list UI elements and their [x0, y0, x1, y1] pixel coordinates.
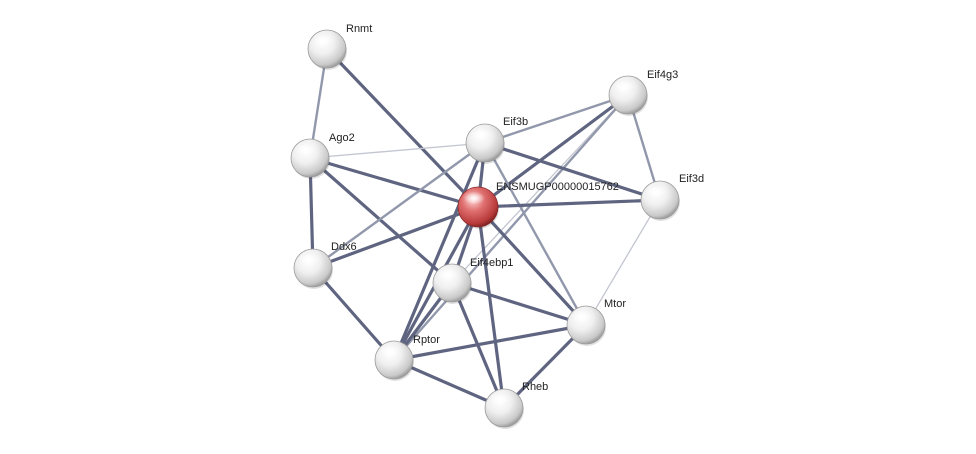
edge-mtor-rheb	[502, 323, 588, 410]
node-rnmt[interactable]: Rnmt	[307, 23, 372, 70]
edges-layer	[308, 47, 662, 410]
node-query[interactable]: ENSMUGP00000015762	[457, 181, 619, 229]
edge-eif4g3-eif3b	[483, 93, 630, 145]
edge-query-ddx6	[311, 205, 480, 270]
node-highlight	[489, 393, 511, 406]
node-eif4ebp1[interactable]: Eif4ebp1	[432, 257, 513, 304]
edge-eif4g3-query	[476, 93, 630, 209]
node-ddx6[interactable]: Ddx6	[293, 241, 357, 289]
node-rheb[interactable]: Rheb	[484, 381, 548, 429]
node-label-eif4g3: Eif4g3	[647, 69, 678, 81]
edge-ago2-eif3b	[309, 142, 486, 159]
edge-query-rheb	[476, 205, 506, 410]
node-eif4g3[interactable]: Eif4g3	[608, 69, 678, 116]
node-highlight	[298, 253, 320, 266]
node-highlight	[312, 34, 334, 47]
node-highlight	[463, 191, 485, 205]
node-label-query: ENSMUGP00000015762	[496, 181, 619, 193]
node-label-rheb: Rheb	[522, 381, 548, 393]
node-label-rptor: Rptor	[413, 334, 440, 346]
node-highlight	[645, 185, 667, 198]
node-label-eif3b: Eif3b	[503, 116, 528, 128]
edge-eif4g3-eif4ebp1	[451, 94, 629, 284]
edge-ddx6-rptor	[311, 266, 396, 362]
edge-eif3b-ddx6	[311, 141, 487, 270]
edge-eif4ebp1-mtor	[450, 281, 588, 327]
node-label-mtor: Mtor	[604, 298, 626, 310]
node-label-eif4ebp1: Eif4ebp1	[470, 257, 513, 269]
edge-query-eif3d	[476, 198, 662, 209]
edge-eif3d-mtor	[585, 199, 661, 326]
node-highlight	[437, 268, 459, 281]
edge-eif4g3-rptor	[392, 93, 630, 362]
edge-query-mtor	[476, 205, 588, 327]
node-eif3d[interactable]: Eif3d	[640, 173, 704, 221]
node-eif3b[interactable]: Eif3b	[465, 116, 528, 164]
edge-ago2-eif4ebp1	[308, 156, 454, 285]
node-highlight	[470, 128, 492, 141]
node-highlight	[571, 310, 593, 323]
edge-rptor-rheb	[392, 358, 506, 410]
node-label-ago2: Ago2	[329, 132, 355, 144]
edge-mtor-rptor	[392, 323, 588, 362]
node-mtor[interactable]: Mtor	[566, 298, 626, 346]
edge-eif3b-mtor	[483, 141, 588, 327]
edge-eif3b-eif3d	[483, 141, 662, 202]
node-rptor[interactable]: Rptor	[374, 334, 440, 381]
node-highlight	[613, 80, 635, 93]
node-highlight	[295, 143, 317, 156]
node-label-ddx6: Ddx6	[331, 241, 357, 253]
edge-rnmt-query	[325, 47, 480, 209]
node-label-eif3d: Eif3d	[679, 173, 704, 185]
nodes-layer: RnmtEif4g3Eif3bAgo2ENSMUGP00000015762Eif…	[290, 23, 704, 429]
edge-eif3b-rptor	[392, 141, 487, 362]
node-label-rnmt: Rnmt	[346, 23, 372, 35]
node-highlight	[379, 345, 401, 358]
edge-ago2-query	[308, 156, 480, 209]
node-ago2[interactable]: Ago2	[290, 132, 355, 179]
